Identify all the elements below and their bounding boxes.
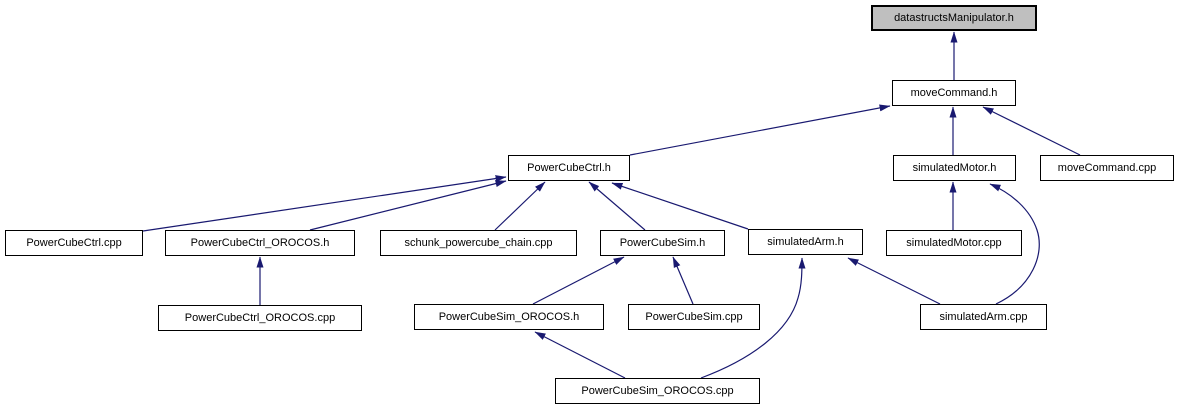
- node-power-cube-ctrl-orocos-cpp[interactable]: PowerCubeCtrl_OROCOS.cpp: [158, 305, 362, 331]
- edge-power-cube-sim-orocos-cpp-to-simulated-arm-h: [700, 257, 806, 379]
- edge-power-cube-ctrl-cpp-to-power-cube-ctrl-h: [142, 175, 507, 232]
- node-power-cube-sim-h[interactable]: PowerCubeSim.h: [600, 230, 725, 256]
- node-simulated-arm-h[interactable]: simulatedArm.h: [748, 229, 863, 255]
- edge-power-cube-ctrl-orocos-h-to-power-cube-ctrl-h: [309, 180, 507, 231]
- edge-schunk-powercube-chain-cpp-to-power-cube-ctrl-h: [494, 181, 546, 231]
- edge-power-cube-sim-orocos-cpp-to-power-cube-sim-orocos-h: [534, 331, 626, 379]
- edge-power-cube-sim-orocos-h-to-power-cube-sim-h: [532, 256, 625, 305]
- edge-simulated-arm-h-to-power-cube-ctrl-h: [611, 182, 749, 230]
- edge-simulated-arm-cpp-to-simulated-arm-h: [847, 257, 941, 305]
- edge-power-cube-sim-cpp-to-power-cube-sim-h: [672, 256, 694, 305]
- node-power-cube-ctrl-h[interactable]: PowerCubeCtrl.h: [508, 155, 630, 181]
- node-power-cube-sim-orocos-cpp[interactable]: PowerCubeSim_OROCOS.cpp: [555, 378, 760, 404]
- node-power-cube-ctrl-orocos-h[interactable]: PowerCubeCtrl_OROCOS.h: [165, 230, 355, 256]
- node-simulated-motor-cpp[interactable]: simulatedMotor.cpp: [886, 230, 1022, 256]
- node-power-cube-sim-cpp[interactable]: PowerCubeSim.cpp: [628, 304, 760, 330]
- node-move-command-cpp[interactable]: moveCommand.cpp: [1040, 155, 1174, 181]
- edge-group: [142, 31, 1081, 379]
- node-simulated-motor-h[interactable]: simulatedMotor.h: [893, 155, 1016, 181]
- edge-power-cube-sim-h-to-power-cube-ctrl-h: [588, 181, 646, 231]
- node-move-command-h[interactable]: moveCommand.h: [892, 80, 1016, 106]
- node-datastructs-manipulator-h: datastructsManipulator.h: [871, 5, 1037, 31]
- edge-move-command-cpp-to-move-command-h: [982, 106, 1081, 156]
- node-power-cube-sim-orocos-h[interactable]: PowerCubeSim_OROCOS.h: [414, 304, 604, 330]
- node-power-cube-ctrl-cpp[interactable]: PowerCubeCtrl.cpp: [5, 230, 143, 256]
- node-schunk-powercube-chain-cpp[interactable]: schunk_powercube_chain.cpp: [380, 230, 577, 256]
- node-simulated-arm-cpp[interactable]: simulatedArm.cpp: [920, 304, 1047, 330]
- edge-simulated-arm-cpp-to-simulated-motor-h: [989, 183, 1040, 305]
- edge-power-cube-ctrl-h-to-move-command-h: [629, 104, 891, 156]
